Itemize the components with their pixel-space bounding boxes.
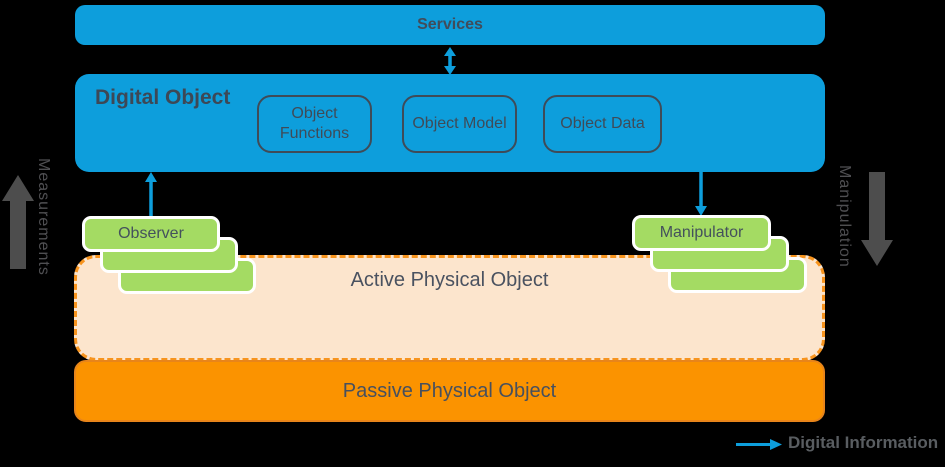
object-model-label: Object Model (412, 115, 507, 132)
manipulator-label: Manipulator (659, 224, 744, 241)
passive-physical-object-label: Passive Physical Object (342, 379, 557, 402)
active-physical-object-label: Active Physical Object (350, 269, 549, 291)
manipulation-down-block-arrow-icon (861, 172, 893, 266)
observer-box: Observer (82, 216, 220, 252)
observer-label: Observer (118, 225, 184, 242)
object-functions-label: Object Functions (279, 105, 350, 142)
digital-object-label: Digital Object (95, 86, 231, 109)
manipulator-down-arrow-icon (694, 172, 708, 216)
passive-physical-object-box: Passive Physical Object (74, 360, 825, 422)
digital-information-arrow-icon (736, 438, 782, 451)
object-data-label: Object Data (560, 115, 645, 132)
object-functions-box: Object Functions (257, 95, 372, 153)
object-model-box: Object Model (402, 95, 517, 153)
digital-object-box: Digital Object Object Functions Object M… (75, 74, 825, 172)
manipulation-label: Manipulation (836, 165, 853, 268)
services-box: Services (75, 5, 825, 45)
legend-label: Digital Information (788, 433, 939, 452)
services-digital-double-arrow-icon (443, 47, 457, 75)
measurements-label: Measurements (35, 158, 52, 276)
manipulator-box: Manipulator (632, 215, 771, 251)
services-label: Services (417, 16, 483, 33)
observer-up-arrow-icon (144, 172, 158, 216)
measurements-up-block-arrow-icon (2, 175, 34, 269)
object-data-box: Object Data (543, 95, 662, 153)
